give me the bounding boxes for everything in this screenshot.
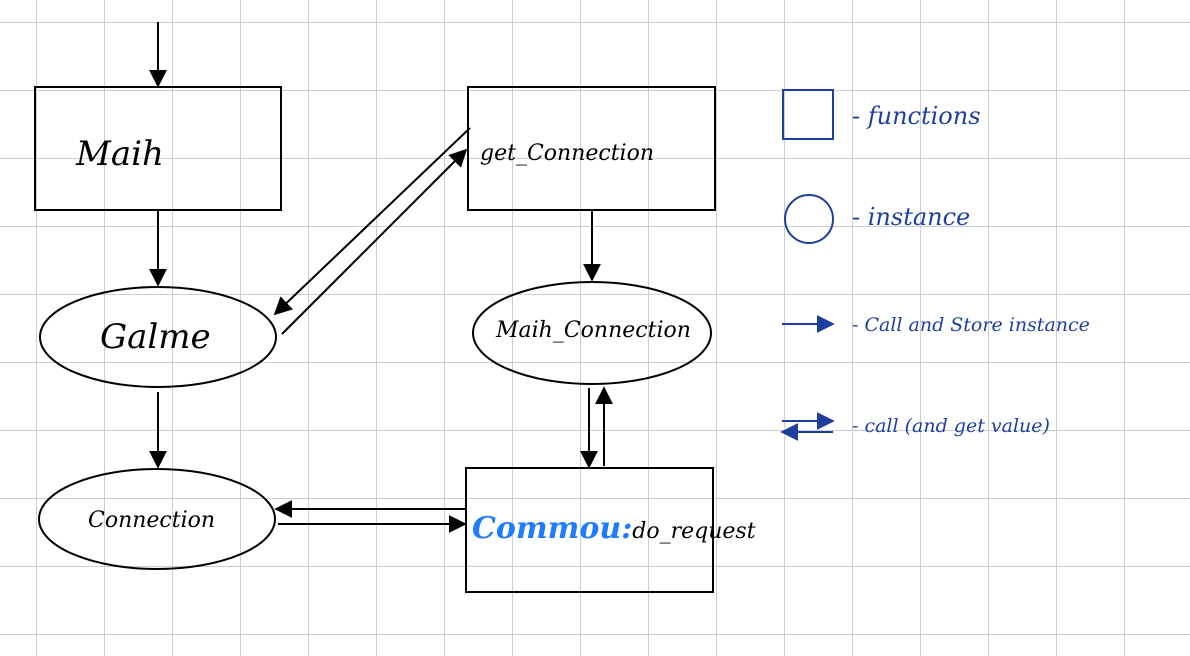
common-suffix: do_request bbox=[632, 519, 755, 544]
legend-call-value-label: - call (and get value) bbox=[852, 415, 1050, 437]
node-main-connection: Maih_Connection bbox=[472, 281, 712, 385]
arrow-get-connection-to-game bbox=[273, 127, 471, 316]
arrow-game-to-get-connection bbox=[281, 148, 468, 335]
node-connection: Connection bbox=[38, 468, 276, 570]
legend-instance-label: - instance bbox=[852, 203, 970, 231]
legend-functions: - functions bbox=[782, 89, 981, 140]
legend-call-value: - call (and get value) bbox=[780, 412, 1050, 441]
node-get-connection: get_Connection bbox=[467, 86, 716, 211]
legend-call-store-label: - Call and Store instance bbox=[852, 314, 1090, 336]
node-main: Maih bbox=[34, 86, 282, 211]
legend-call-store: - Call and Store instance bbox=[782, 314, 1090, 336]
node-common-do-request-label: Commou:do_request bbox=[472, 511, 756, 546]
legend-instance: - instance bbox=[784, 194, 970, 244]
node-connection-label: Connection bbox=[88, 508, 215, 533]
legend-instance-circle-icon bbox=[784, 194, 834, 244]
node-game-label: Galme bbox=[100, 317, 211, 357]
legend-functions-label: - functions bbox=[852, 102, 981, 130]
node-main-connection-label: Maih_Connection bbox=[495, 318, 691, 343]
node-get-connection-label: get_Connection bbox=[480, 141, 654, 166]
legend: - functions - instance - Call and Store … bbox=[780, 89, 1090, 441]
common-prefix: Commou: bbox=[472, 511, 632, 546]
node-main-label: Maih bbox=[75, 134, 164, 174]
legend-function-square-icon bbox=[782, 89, 834, 140]
node-game: Galme bbox=[39, 286, 277, 388]
node-common-do-request: Commou:do_request bbox=[465, 467, 756, 593]
